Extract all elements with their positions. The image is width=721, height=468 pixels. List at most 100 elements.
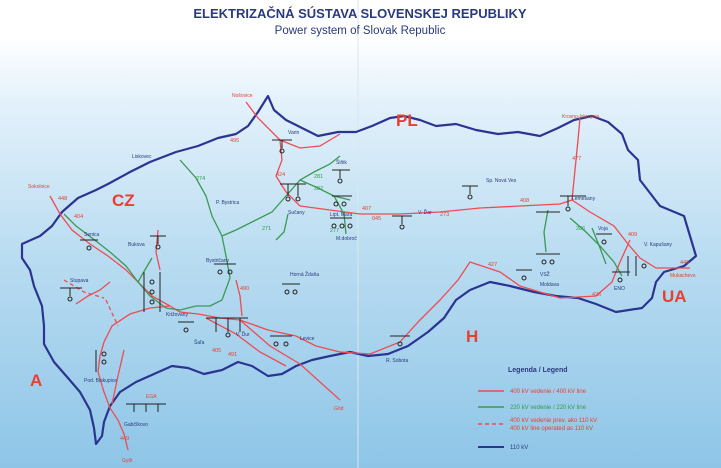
line-numbers: 495 424 281 282 407 045 273 408 477 448 … [58,138,689,442]
place-lipt-mara: Lipt. Mara [330,212,352,218]
country-label-ua: UA [662,287,687,306]
substation-sala [178,321,194,333]
line-num-271: 271 [262,226,271,232]
place-sp-nova-ves: Sp. Nová Ves [486,178,517,184]
legend-label-400kv-as-110kv: 400 kV vedenie prev. ako 110 kV [510,418,597,424]
substation-bukova [150,235,166,250]
substation-pod-biskupice [95,350,107,372]
place-mukachevo: Mukachevo [670,273,696,279]
substation-moldava [516,269,532,281]
lines-400kv-as-110kv [63,279,119,327]
map-title: ELEKTRIZAČNÁ SÚSTAVA SLOVENSKEJ REPUBLIK… [193,6,527,21]
place-labels: Varin Liskovec P. Bystrica Sučany Šiňik … [70,130,672,428]
place-stupava: Stupava [70,278,89,284]
substation-sucany [280,183,306,202]
country-label-pl: PL [396,111,418,130]
country-border [20,94,698,446]
legend-label-400kv-as-110kv-en: 400 kV line operated as 110 kV [510,426,593,432]
line-num-427: 427 [488,262,497,268]
substation-v-dur [206,317,248,338]
place-eno: ENO [614,286,625,292]
place-sokolnice: Sokolnice [28,184,50,190]
place-liskovec: Liskovec [132,154,152,160]
place-v-dar: V. Ďar [418,208,432,216]
line-num-495: 495 [230,138,239,144]
substations [60,139,647,412]
line-num-045: 045 [372,216,381,222]
line-num-404: 404 [74,214,83,220]
place-pod-biskupice: Pod. Biskupice [84,378,117,384]
substation-r-sobota [390,335,410,347]
line-num-277: 277 [330,228,339,234]
place-p-bystrica: P. Bystrica [216,200,239,206]
line-num-409: 409 [628,232,637,238]
country-label-h: H [466,327,478,346]
place-bukova: Bukova [128,242,145,248]
line-num-273: 273 [440,212,449,218]
lines-220kv [63,155,623,311]
substation-lemesany [560,195,586,212]
place-ega: EGA [146,394,157,400]
line-num-426: 426 [592,292,601,298]
line-num-282: 282 [314,186,323,192]
country-label-cz: CZ [112,191,135,210]
place-god: Göd [334,406,344,412]
substation-bystricany [214,263,236,275]
legend-label-400kv: 400 kV vedenie / 400 kV line [510,389,587,395]
line-num-448: 448 [58,196,67,202]
place-gyor: Győr [122,458,133,464]
line-num-408: 408 [520,198,529,204]
legend-label-220kv: 220 kV vedenie / 220 kV line [510,405,587,411]
place-moldava: Moldava [540,282,559,288]
line-num-281: 281 [314,174,323,180]
substation-senica [80,239,98,251]
substation-sirnik [332,169,350,184]
line-num-490: 490 [240,286,249,292]
place-krosno: Krosno-Iskrzynia [562,114,599,120]
place-lemesany: Lemešany [572,196,596,202]
lines-400kv [49,101,690,451]
place-horna-zdana: Horná Ždaňa [290,270,319,278]
substation-horna-zdana [282,283,300,295]
substation-sp-nova-ves [462,185,478,200]
line-num-424: 424 [276,172,285,178]
place-r-sobota: R. Sobota [386,358,408,364]
place-levice: Levice [300,336,315,342]
place-senica: Senica [84,232,100,238]
line-num-274: 274 [196,176,205,182]
legend-label-110kv: 110 kV [510,445,528,451]
line-num-449: 449 [120,436,129,442]
country-label-a: A [30,371,42,390]
line-num-440: 440 [680,260,689,266]
substation-levice [270,335,292,347]
line-num-491: 491 [228,352,237,358]
place-vsz: VSŽ [540,270,550,278]
place-voja: Voja [598,226,608,232]
substation-v-dar [392,215,412,230]
place-sinik: Šiňik [336,159,347,166]
substation-lipt-mara [332,195,352,207]
substation-krizovany [143,272,161,312]
line-num-477: 477 [572,156,581,162]
substation-kapusany [627,256,647,276]
substation-ega [126,403,166,412]
map-subtitle: Power system of Slovak Republic [275,25,446,37]
line-num-407: 407 [362,206,371,212]
substation-m-dobroc [330,217,353,229]
place-v-dur: V. Ďur [236,330,250,338]
place-sala: Šaľa [194,339,205,346]
place-nosovice: Nošovice [232,93,253,99]
place-krizovany: Križovany [166,312,188,318]
substation-voja [596,233,612,245]
legend-title: Legenda / Legend [508,367,568,374]
place-v-kapusany: V. Kapušany [644,242,672,248]
substation-stupava [60,287,82,302]
place-gabcikovo: Gabčíkovo [124,422,148,428]
line-num-286: 286 [576,226,585,232]
place-bystricany: Bystričany [206,258,230,264]
place-varin: Varin [288,130,300,136]
substation-vsz [536,211,560,265]
line-num-405: 405 [212,348,221,354]
